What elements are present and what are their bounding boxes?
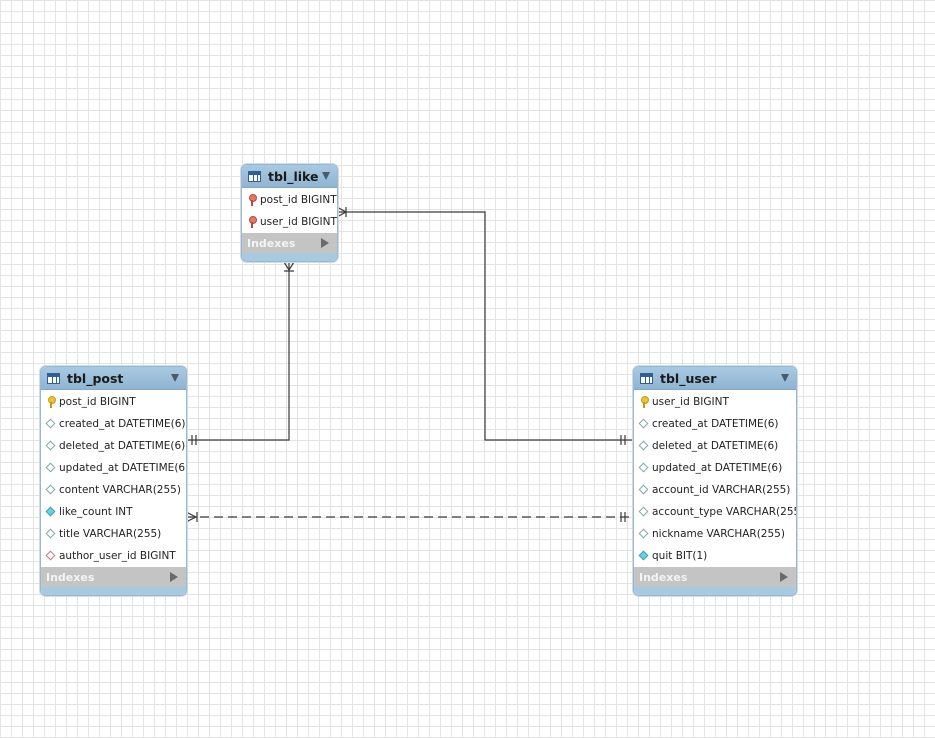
- relation-like-post[interactable]: [186, 262, 290, 441]
- foreign-key-diamond-icon: [46, 550, 56, 562]
- column-diamond-icon: [46, 462, 56, 474]
- column-label: created_at DATETIME(6): [652, 418, 779, 430]
- column-label: updated_at DATETIME(6): [59, 462, 187, 474]
- one-mark-like-user: [620, 435, 626, 445]
- primary-key-icon: [639, 396, 649, 408]
- collapse-arrow-icon[interactable]: [781, 374, 789, 382]
- indexes-label: Indexes: [247, 236, 296, 250]
- indexes-section[interactable]: Indexes: [41, 567, 186, 587]
- column-list: post_id BIGINT user_id BIGINT: [242, 188, 337, 233]
- column-row[interactable]: like_count INT: [41, 501, 186, 523]
- column-row[interactable]: post_id BIGINT: [41, 391, 186, 413]
- column-row[interactable]: user_id BIGINT: [634, 391, 796, 413]
- collapse-arrow-icon[interactable]: [322, 172, 330, 180]
- indexes-label: Indexes: [639, 570, 688, 584]
- column-row[interactable]: account_id VARCHAR(255): [634, 479, 796, 501]
- expand-arrow-icon[interactable]: [780, 572, 788, 582]
- one-mark-post-user: [620, 512, 626, 522]
- column-list: post_id BIGINT created_at DATETIME(6) de…: [41, 390, 186, 567]
- table-header[interactable]: tbl_user: [634, 367, 796, 390]
- column-diamond-icon: [639, 484, 649, 496]
- column-label: author_user_id BIGINT: [59, 550, 176, 562]
- column-row[interactable]: created_at DATETIME(6): [41, 413, 186, 435]
- table-title: tbl_like: [268, 168, 319, 184]
- table-footer: [242, 253, 337, 261]
- crowfoot-like-post: [283, 261, 295, 272]
- column-row[interactable]: quit BIT(1): [634, 545, 796, 567]
- expand-arrow-icon[interactable]: [170, 572, 178, 582]
- column-label: deleted_at DATETIME(6): [652, 440, 779, 452]
- table-icon: [640, 372, 653, 384]
- indexes-section[interactable]: Indexes: [242, 233, 337, 253]
- primary-key-icon: [46, 396, 56, 408]
- column-label: like_count INT: [59, 506, 133, 518]
- table-title: tbl_user: [660, 370, 717, 386]
- column-diamond-icon: [46, 440, 56, 452]
- column-label: user_id BIGINT: [652, 396, 729, 408]
- column-row[interactable]: deleted_at DATETIME(6): [634, 435, 796, 457]
- column-label: content VARCHAR(255): [59, 484, 181, 496]
- relation-like-user[interactable]: [337, 211, 633, 441]
- column-diamond-icon: [639, 462, 649, 474]
- crowfoot-post-user: [185, 511, 198, 523]
- indexes-label: Indexes: [46, 570, 95, 584]
- expand-arrow-icon[interactable]: [321, 238, 329, 248]
- column-label: post_id BIGINT: [59, 396, 136, 408]
- column-row[interactable]: updated_at DATETIME(6): [634, 457, 796, 479]
- table-footer: [41, 587, 186, 595]
- column-row[interactable]: updated_at DATETIME(6): [41, 457, 186, 479]
- column-label: account_id VARCHAR(255): [652, 484, 791, 496]
- table-tbl-like[interactable]: tbl_like post_id BIGINT user_id BIGINT I…: [241, 164, 338, 262]
- table-title: tbl_post: [67, 370, 124, 386]
- column-label: quit BIT(1): [652, 550, 708, 562]
- column-row[interactable]: title VARCHAR(255): [41, 523, 186, 545]
- column-row[interactable]: author_user_id BIGINT: [41, 545, 186, 567]
- not-null-diamond-icon: [639, 550, 649, 562]
- column-label: user_id BIGINT: [260, 216, 337, 228]
- column-label: title VARCHAR(255): [59, 528, 162, 540]
- column-label: deleted_at DATETIME(6): [59, 440, 186, 452]
- column-diamond-icon: [639, 506, 649, 518]
- crowfoot-like-user: [336, 206, 348, 218]
- column-row[interactable]: content VARCHAR(255): [41, 479, 186, 501]
- column-label: nickname VARCHAR(255): [652, 528, 785, 540]
- column-label: account_type VARCHAR(255): [652, 506, 797, 518]
- column-diamond-icon: [639, 440, 649, 452]
- column-row[interactable]: post_id BIGINT: [242, 189, 337, 211]
- column-diamond-icon: [639, 528, 649, 540]
- column-row[interactable]: user_id BIGINT: [242, 211, 337, 233]
- table-footer: [634, 587, 796, 595]
- column-diamond-icon: [46, 528, 56, 540]
- column-row[interactable]: created_at DATETIME(6): [634, 413, 796, 435]
- column-row[interactable]: account_type VARCHAR(255): [634, 501, 796, 523]
- table-header[interactable]: tbl_like: [242, 165, 337, 188]
- column-row[interactable]: nickname VARCHAR(255): [634, 523, 796, 545]
- column-diamond-icon: [46, 484, 56, 496]
- collapse-arrow-icon[interactable]: [171, 374, 179, 382]
- table-icon: [248, 170, 261, 182]
- table-header[interactable]: tbl_post: [41, 367, 186, 390]
- column-label: post_id BIGINT: [260, 194, 337, 206]
- indexes-section[interactable]: Indexes: [634, 567, 796, 587]
- one-mark-like-post: [191, 435, 197, 445]
- column-list: user_id BIGINT created_at DATETIME(6) de…: [634, 390, 796, 567]
- table-tbl-user[interactable]: tbl_user user_id BIGINT created_at DATET…: [633, 366, 797, 596]
- not-null-diamond-icon: [46, 506, 56, 518]
- column-row[interactable]: deleted_at DATETIME(6): [41, 435, 186, 457]
- primary-foreign-key-icon: [247, 194, 257, 206]
- column-label: updated_at DATETIME(6): [652, 462, 783, 474]
- primary-foreign-key-icon: [247, 216, 257, 228]
- column-diamond-icon: [46, 418, 56, 430]
- column-diamond-icon: [639, 418, 649, 430]
- table-tbl-post[interactable]: tbl_post post_id BIGINT created_at DATET…: [40, 366, 187, 596]
- table-icon: [47, 372, 60, 384]
- column-label: created_at DATETIME(6): [59, 418, 186, 430]
